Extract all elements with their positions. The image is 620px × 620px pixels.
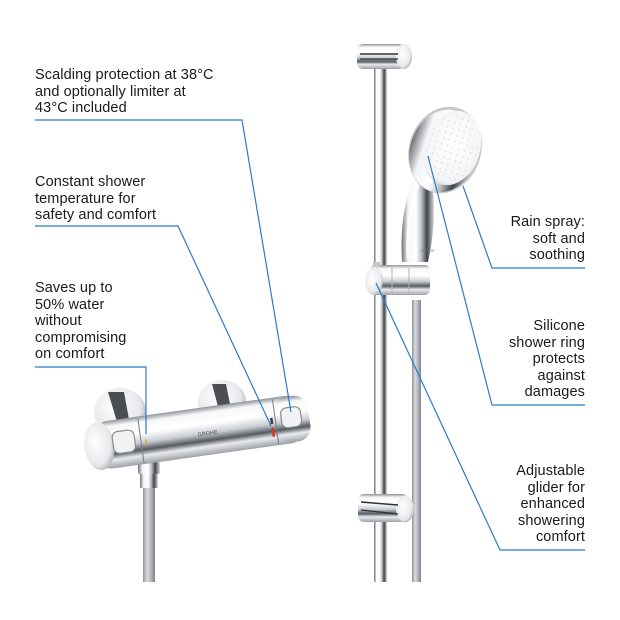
temperature-marker-red: [271, 427, 276, 437]
callout-scalding-protection: Scalding protection at 38°C and optional…: [35, 67, 214, 116]
svg-text:GROHE: GROHE: [420, 248, 435, 253]
callout-lines: [35, 119, 585, 551]
callout-adjustable-glider: Adjustable glider for enhanced showering…: [516, 463, 585, 545]
thermostatic-mixer: GROHE: [84, 380, 311, 582]
callout-line-rain-spray: [462, 185, 585, 269]
hand-shower: GROHE: [401, 106, 482, 262]
shower-hose: [412, 300, 421, 582]
top-wall-bracket: [357, 44, 412, 69]
callout-constant-temperature: Constant shower temperature for safety a…: [35, 174, 157, 223]
callout-rain-spray: Rain spray: soft and soothing: [510, 214, 585, 263]
callout-line-water-saving: [35, 366, 147, 434]
brand-logo: GROHE: [197, 430, 218, 439]
callout-line-constant-temp: [35, 225, 272, 427]
callout-line-adjustable-glider: [375, 282, 585, 551]
shower-rail-set: GROHE: [357, 44, 482, 582]
thermostat-hose: [143, 485, 155, 582]
callout-line-silicone-ring: [427, 155, 585, 406]
callout-silicone-ring: Silicone shower ring protects against da…: [508, 318, 585, 400]
bottom-wall-bracket: [358, 494, 414, 523]
callout-line-scalding: [35, 119, 292, 413]
callout-water-saving: Saves up to 50% water without compromisi…: [35, 280, 127, 362]
temperature-handle: [84, 422, 115, 471]
adjustable-glider: [365, 262, 430, 295]
